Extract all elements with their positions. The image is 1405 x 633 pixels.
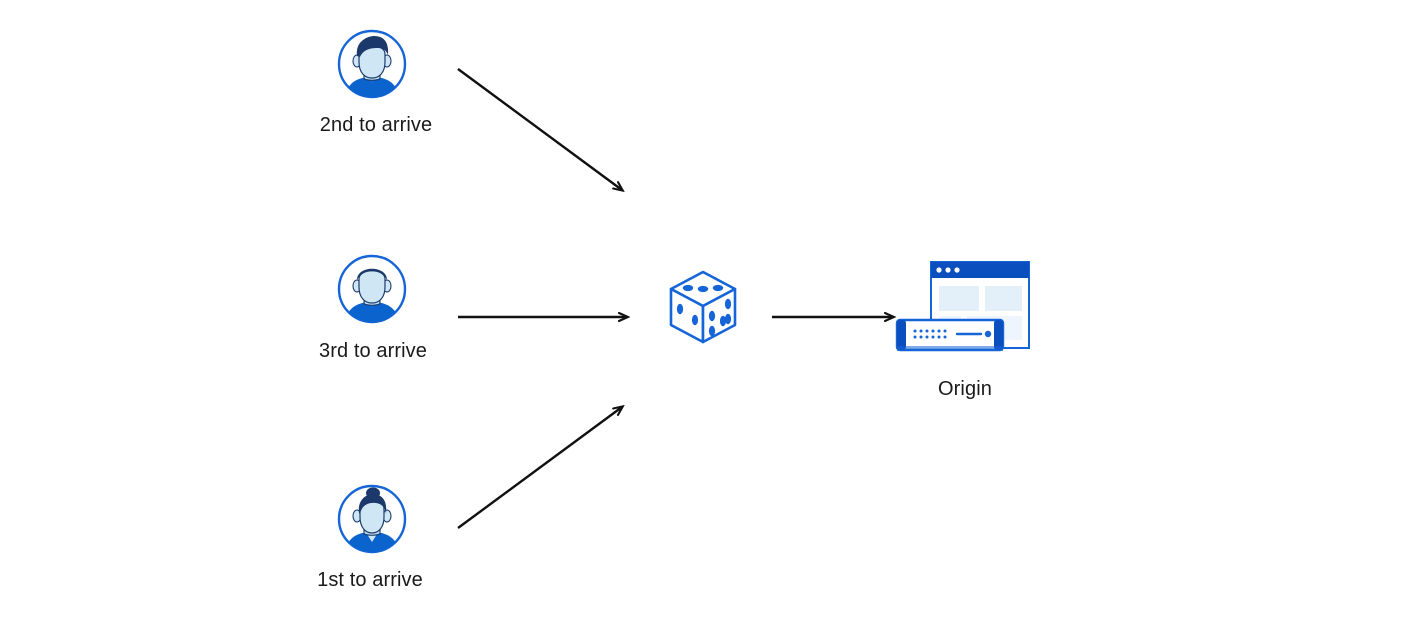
node-label-origin: Origin [938, 378, 992, 400]
node-label-client-3rd: 3rd to arrive [318, 340, 427, 362]
user-avatar-icon [336, 28, 408, 100]
router-device-icon [895, 318, 1005, 352]
dice-icon [663, 267, 743, 347]
arrow-icon-client-1st-to-dice [457, 407, 622, 529]
node-label-client-1st: 1st to arrive [317, 569, 423, 591]
user-avatar-icon [336, 253, 408, 325]
node-label-client-2nd: 2nd to arrive [319, 114, 433, 136]
user-avatar-icon [336, 483, 408, 555]
origin-server-icon [893, 258, 1038, 363]
